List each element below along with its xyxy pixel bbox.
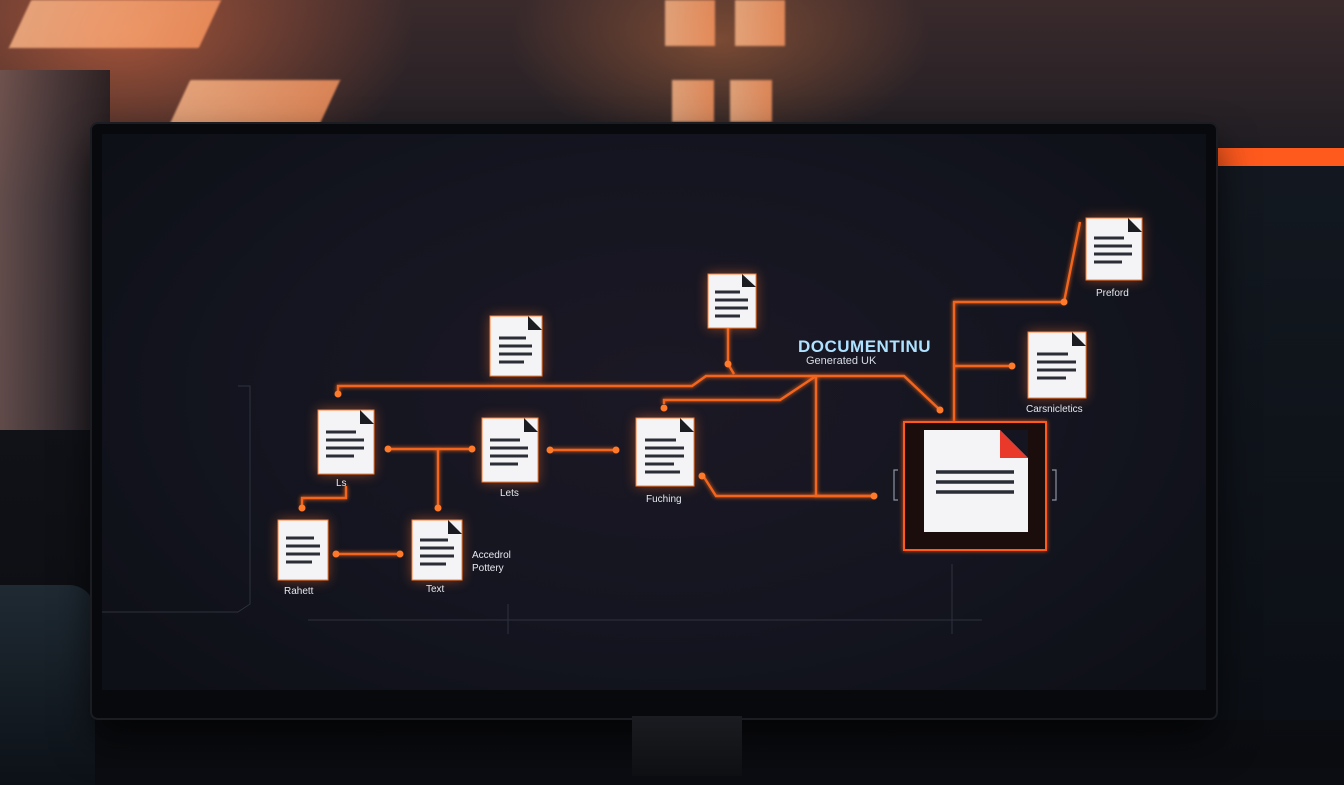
wall-column (0, 70, 110, 430)
document-icon (635, 417, 695, 487)
monitor-screen: DOCUMENTINU Generated UK Ls Lets Fuching… (102, 134, 1206, 690)
connector-dots (298, 298, 1068, 558)
selection-brackets (893, 469, 1057, 501)
ceiling-light (8, 0, 222, 48)
document-icon (1027, 331, 1087, 399)
background-shelf (1194, 160, 1344, 720)
annotation-line-1: Accedrol (472, 550, 511, 561)
node-label-lets: Lets (500, 488, 519, 499)
node-label-preford: Preford (1096, 288, 1129, 299)
document-icon (411, 519, 463, 581)
node-label-text: Text (426, 584, 445, 595)
annotation-line-2: Pottery (472, 563, 504, 574)
diagram-title: DOCUMENTINU (798, 337, 931, 356)
node-label-ls: Ls (336, 478, 347, 489)
document-icon (277, 519, 329, 581)
diagram-subtitle: Generated UK (806, 355, 877, 367)
document-icon (317, 409, 375, 475)
node-label-fuching: Fuching (646, 494, 682, 505)
ceiling-light (665, 0, 715, 46)
node-label-rahett: Rahett (284, 586, 314, 597)
ceiling-light (735, 0, 785, 46)
orange-wall-light (1206, 148, 1344, 166)
monitor: DOCUMENTINU Generated UK Ls Lets Fuching… (92, 124, 1216, 718)
ceiling-light (169, 80, 341, 124)
ceiling-light (730, 80, 772, 122)
node-label-carsnicletics: Carsnicletics (1026, 404, 1083, 415)
office-chair (0, 585, 95, 785)
document-icon (489, 315, 543, 377)
ceiling-light (672, 80, 714, 122)
document-icon (1085, 217, 1143, 281)
monitor-stand (632, 716, 742, 776)
featured-document-icon (924, 430, 1028, 532)
document-icon (707, 273, 757, 329)
workflow-diagram: DOCUMENTINU Generated UK Ls Lets Fuching… (102, 217, 1143, 634)
document-icon (481, 417, 539, 483)
